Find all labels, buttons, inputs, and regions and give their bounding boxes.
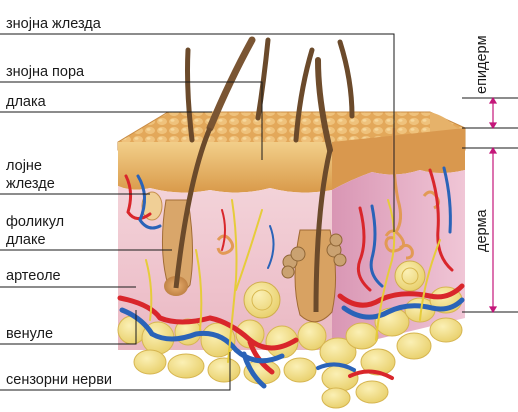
label-hair: длака [6,94,46,110]
label-sebaceous-gland-line1: лојне [6,158,42,174]
label-arterioles: артеоле [6,268,61,284]
layer-brackets [462,98,518,312]
label-hair-follicle-line2: длаке [6,232,46,248]
label-sensory-nerves: сензорни нерви [6,372,112,388]
label-sweat-gland: знојна жлезда [6,16,101,32]
label-epidermis: епидерм [474,35,490,94]
label-venules: венуле [6,326,53,342]
label-dermis: дерма [474,209,490,252]
label-sweat-pore: знојна пора [6,64,84,80]
label-sebaceous-gland-line2: жлезде [6,176,55,192]
layer-bracket-markers [490,98,496,312]
label-hair-follicle-line1: фоликул [6,214,64,230]
